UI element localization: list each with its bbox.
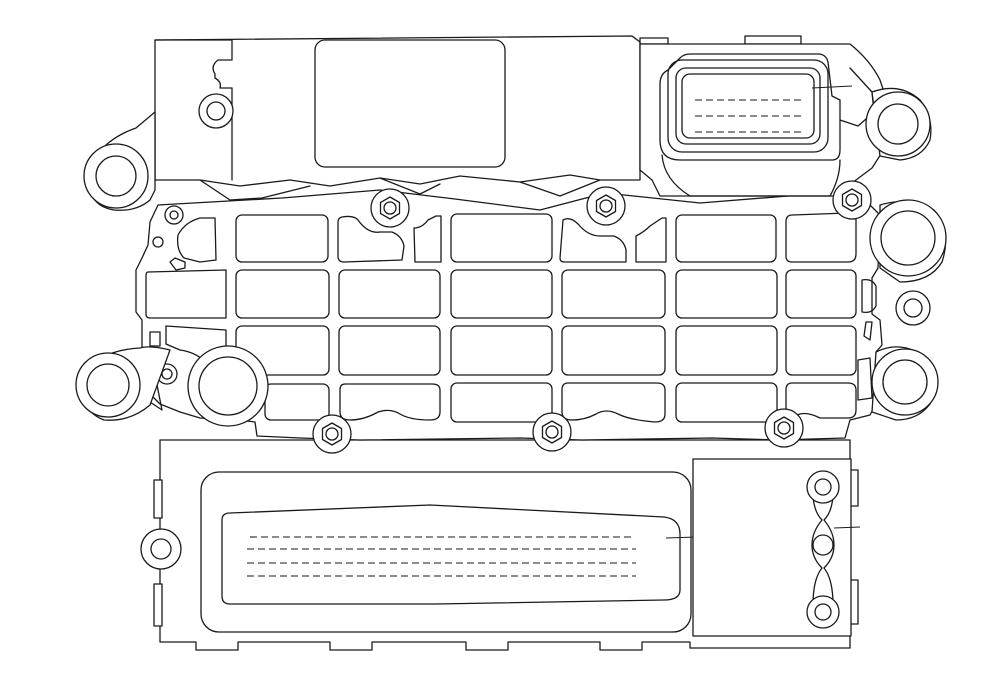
label-plate bbox=[314, 39, 506, 168]
screw-boss bbox=[532, 412, 572, 452]
left-mount-hole bbox=[140, 528, 182, 570]
heat-sink-fins bbox=[235, 212, 857, 423]
bottom-connector bbox=[200, 471, 698, 633]
top-connector bbox=[639, 43, 891, 197]
top-housing bbox=[154, 35, 802, 201]
screw-boss bbox=[312, 414, 352, 454]
bottom-right-box bbox=[692, 458, 861, 637]
screw-bosses bbox=[312, 180, 872, 454]
screw-boss bbox=[370, 188, 410, 228]
mounting-ears bbox=[75, 87, 947, 427]
screw-boss bbox=[764, 408, 804, 448]
top-connector-pins bbox=[695, 99, 805, 133]
screw-boss bbox=[832, 180, 872, 220]
screw-boss bbox=[586, 186, 626, 226]
